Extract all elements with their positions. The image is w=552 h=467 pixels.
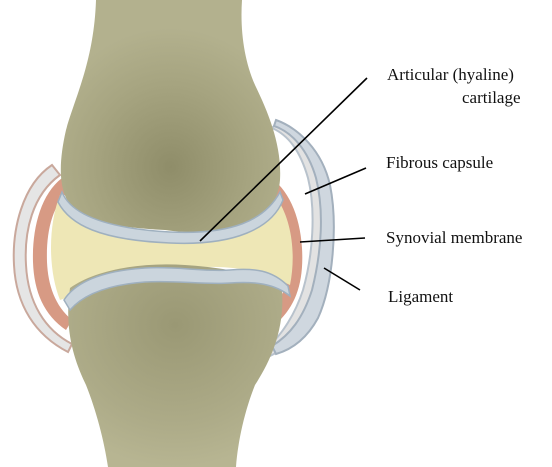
label-articular-cartilage-line2: cartilage xyxy=(462,88,521,108)
label-ligament: Ligament xyxy=(388,287,453,307)
femur-bone xyxy=(61,0,280,232)
tibia-bone xyxy=(68,264,282,467)
label-synovial-membrane: Synovial membrane xyxy=(386,228,522,248)
label-articular-cartilage-line1: Articular (hyaline) xyxy=(387,65,514,85)
label-fibrous-capsule: Fibrous capsule xyxy=(386,153,493,173)
